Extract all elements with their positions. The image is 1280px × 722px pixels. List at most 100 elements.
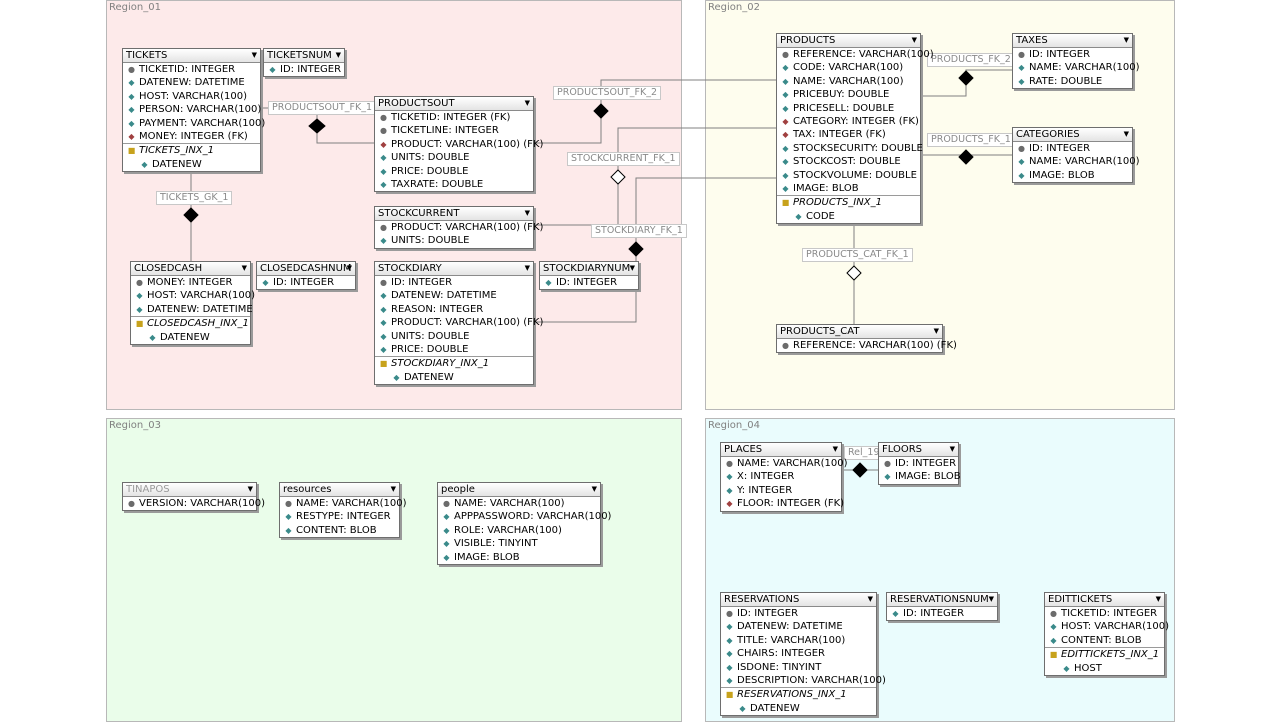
table-header[interactable]: STOCKDIARY▼ — [375, 262, 533, 276]
table-people[interactable]: people▼●NAME: VARCHAR(100)◆APPPASSWORD: … — [437, 482, 611, 565]
table-column[interactable]: ◆STOCKSECURITY: DOUBLE — [777, 142, 922, 155]
table-products-cat[interactable]: PRODUCTS_CAT▼●REFERENCE: VARCHAR(100) (F… — [776, 324, 957, 354]
dropdown-arrow-icon[interactable]: ▼ — [524, 264, 530, 272]
index-row[interactable]: ■RESERVATIONS_INX_1 — [721, 687, 876, 701]
dropdown-arrow-icon[interactable]: ▼ — [1123, 36, 1129, 44]
table-column[interactable]: ●ID: INTEGER — [721, 607, 876, 620]
table-column[interactable]: ◆PRODUCT: VARCHAR(100) (FK) — [375, 138, 543, 151]
table-column[interactable]: ◆ID: INTEGER — [540, 276, 638, 289]
table-stockcurrent[interactable]: STOCKCURRENT▼●PRODUCT: VARCHAR(100) (FK)… — [374, 206, 543, 249]
table-column[interactable]: ●NAME: VARCHAR(100) — [280, 497, 407, 510]
table-tickets[interactable]: TICKETS▼●TICKETID: INTEGER◆DATENEW: DATE… — [122, 48, 265, 173]
dropdown-arrow-icon[interactable]: ▼ — [867, 595, 873, 603]
table-header[interactable]: EDITTICKETS▼ — [1045, 593, 1164, 607]
dropdown-arrow-icon[interactable]: ▼ — [1155, 595, 1161, 603]
table-column[interactable]: ●ID: INTEGER — [1013, 142, 1132, 155]
index-column[interactable]: ◆DATENEW — [721, 702, 876, 715]
table-column[interactable]: ◆NAME: VARCHAR(100) — [1013, 155, 1139, 168]
table-column[interactable]: ◆REASON: INTEGER — [375, 303, 533, 316]
table-column[interactable]: ◆HOST: VARCHAR(100) — [1045, 620, 1169, 633]
dropdown-arrow-icon[interactable]: ▼ — [988, 595, 994, 603]
table-column[interactable]: ◆CATEGORY: INTEGER (FK) — [777, 115, 920, 128]
table-column[interactable]: ●ID: INTEGER — [375, 276, 533, 289]
table-column[interactable]: ◆IMAGE: BLOB — [1013, 169, 1132, 182]
table-column[interactable]: ◆DATENEW: DATETIME — [131, 303, 252, 316]
table-header[interactable]: FLOORS▼ — [879, 443, 958, 457]
table-column[interactable]: ◆PERSON: VARCHAR(100) — [123, 103, 261, 116]
dropdown-arrow-icon[interactable]: ▼ — [241, 264, 247, 272]
dropdown-arrow-icon[interactable]: ▼ — [933, 327, 939, 335]
table-header[interactable]: STOCKDIARYNUM▼ — [540, 262, 638, 276]
table-column[interactable]: ●TICKETLINE: INTEGER — [375, 124, 533, 137]
table-column[interactable]: ●TICKETID: INTEGER (FK) — [375, 111, 533, 124]
table-column[interactable]: ◆PRODUCT: VARCHAR(100) (FK) — [375, 316, 543, 329]
table-column[interactable]: ◆CHAIRS: INTEGER — [721, 647, 876, 660]
index-column[interactable]: ◆DATENEW — [375, 371, 533, 384]
table-header[interactable]: PLACES▼ — [721, 443, 841, 457]
table-column[interactable]: ◆NAME: VARCHAR(100) — [777, 75, 920, 88]
dropdown-arrow-icon[interactable]: ▼ — [524, 99, 530, 107]
table-ticketsnum[interactable]: TICKETSNUM▼◆ID: INTEGER — [263, 48, 345, 78]
table-column[interactable]: ●NAME: VARCHAR(100) — [721, 457, 848, 470]
table-column[interactable]: ◆RATE: DOUBLE — [1013, 75, 1132, 88]
table-stockdiary[interactable]: STOCKDIARY▼●ID: INTEGER◆DATENEW: DATETIM… — [374, 261, 543, 386]
table-column[interactable]: ◆VISIBLE: TINYINT — [438, 537, 600, 550]
table-resources[interactable]: resources▼●NAME: VARCHAR(100)◆RESTYPE: I… — [279, 482, 407, 539]
dropdown-arrow-icon[interactable]: ▼ — [390, 485, 396, 493]
table-header[interactable]: PRODUCTSOUT▼ — [375, 97, 533, 111]
table-column[interactable]: ◆CODE: VARCHAR(100) — [777, 61, 920, 74]
table-header[interactable]: TAXES▼ — [1013, 34, 1132, 48]
table-column[interactable]: ◆IMAGE: BLOB — [777, 182, 920, 195]
dropdown-arrow-icon[interactable]: ▼ — [346, 264, 352, 272]
dropdown-arrow-icon[interactable]: ▼ — [1123, 130, 1129, 138]
index-row[interactable]: ■CLOSEDCASH_INX_1 — [131, 316, 250, 330]
dropdown-arrow-icon[interactable]: ▼ — [524, 209, 530, 217]
table-column[interactable]: ●ID: INTEGER — [879, 457, 958, 470]
table-column[interactable]: ◆TAXRATE: DOUBLE — [375, 178, 533, 191]
table-column[interactable]: ●REFERENCE: VARCHAR(100) (FK) — [777, 339, 957, 352]
dropdown-arrow-icon[interactable]: ▼ — [335, 51, 341, 59]
table-tinapos[interactable]: TINAPOS▼●VERSION: VARCHAR(100) — [122, 482, 265, 512]
table-column[interactable]: ◆IMAGE: BLOB — [879, 470, 960, 483]
table-column[interactable]: ●NAME: VARCHAR(100) — [438, 497, 600, 510]
dropdown-arrow-icon[interactable]: ▼ — [251, 51, 257, 59]
table-column[interactable]: ◆X: INTEGER — [721, 470, 841, 483]
index-row[interactable]: ■TICKETS_INX_1 — [123, 143, 260, 157]
table-header[interactable]: CATEGORIES▼ — [1013, 128, 1132, 142]
table-column[interactable]: ◆ID: INTEGER — [887, 607, 997, 620]
table-header[interactable]: TICKETS▼ — [123, 49, 260, 63]
table-productsout[interactable]: PRODUCTSOUT▼●TICKETID: INTEGER (FK)●TICK… — [374, 96, 543, 193]
table-stockdiarynum[interactable]: STOCKDIARYNUM▼◆ID: INTEGER — [539, 261, 639, 291]
table-reservationsnum[interactable]: RESERVATIONSNUM▼◆ID: INTEGER — [886, 592, 998, 622]
table-header[interactable]: TINAPOS▼ — [123, 483, 256, 497]
table-header[interactable]: CLOSEDCASHNUM▼ — [257, 262, 355, 276]
table-column[interactable]: ◆UNITS: DOUBLE — [375, 151, 533, 164]
table-header[interactable]: PRODUCTS▼ — [777, 34, 920, 48]
table-header[interactable]: PRODUCTS_CAT▼ — [777, 325, 942, 339]
table-column[interactable]: ◆PRICE: DOUBLE — [375, 343, 533, 356]
index-row[interactable]: ■EDITTICKETS_INX_1 — [1045, 647, 1164, 661]
table-closedcashnum[interactable]: CLOSEDCASHNUM▼◆ID: INTEGER — [256, 261, 356, 291]
table-column[interactable]: ◆PRICEBUY: DOUBLE — [777, 88, 920, 101]
index-row[interactable]: ■STOCKDIARY_INX_1 — [375, 356, 533, 370]
table-column[interactable]: ◆HOST: VARCHAR(100) — [123, 90, 260, 103]
table-column[interactable]: ◆TAX: INTEGER (FK) — [777, 128, 920, 141]
table-column[interactable]: ◆APPPASSWORD: VARCHAR(100) — [438, 510, 611, 523]
table-header[interactable]: STOCKCURRENT▼ — [375, 207, 533, 221]
table-column[interactable]: ◆NAME: VARCHAR(100) — [1013, 61, 1139, 74]
table-column[interactable]: ◆IMAGE: BLOB — [438, 551, 600, 564]
dropdown-arrow-icon[interactable]: ▼ — [832, 445, 838, 453]
table-column[interactable]: ◆MONEY: INTEGER (FK) — [123, 130, 260, 143]
table-categories[interactable]: CATEGORIES▼●ID: INTEGER◆NAME: VARCHAR(10… — [1012, 127, 1140, 184]
table-column[interactable]: ◆STOCKCOST: DOUBLE — [777, 155, 920, 168]
table-column[interactable]: ◆ISDONE: TINYINT — [721, 661, 876, 674]
dropdown-arrow-icon[interactable]: ▼ — [629, 264, 635, 272]
table-column[interactable]: ◆TITLE: VARCHAR(100) — [721, 634, 876, 647]
index-column[interactable]: ◆DATENEW — [123, 158, 260, 171]
index-column[interactable]: ◆HOST — [1045, 662, 1164, 675]
table-column[interactable]: ◆CONTENT: BLOB — [1045, 634, 1164, 647]
table-header[interactable]: people▼ — [438, 483, 600, 497]
table-column[interactable]: ●REFERENCE: VARCHAR(100) — [777, 48, 934, 61]
table-column[interactable]: ◆ID: INTEGER — [257, 276, 355, 289]
table-column[interactable]: ◆CONTENT: BLOB — [280, 524, 399, 537]
